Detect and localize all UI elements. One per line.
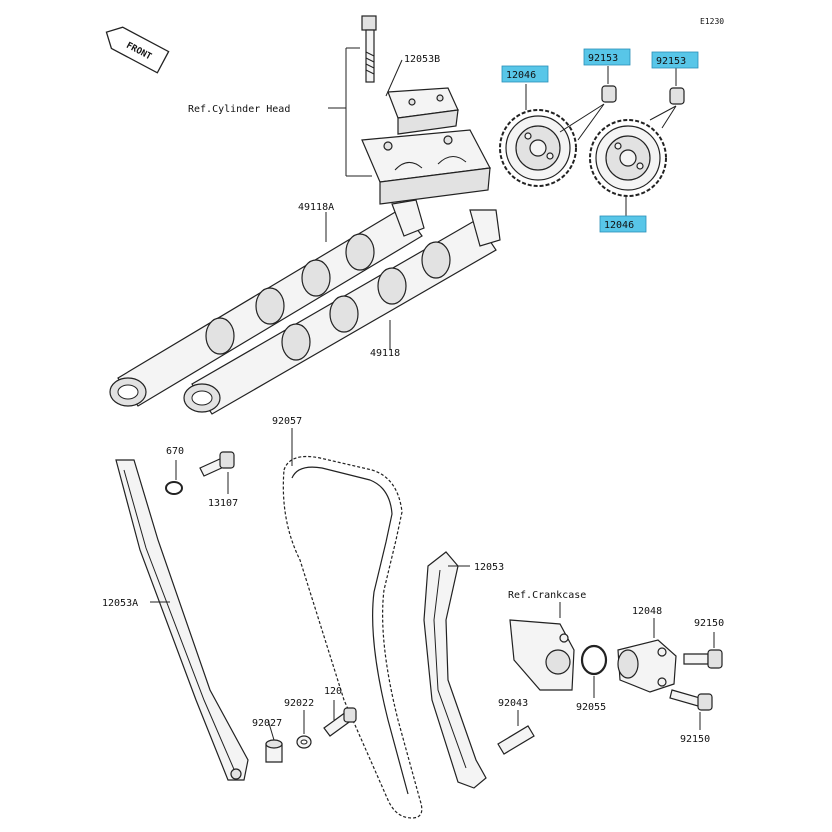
bolt-120[interactable] xyxy=(323,707,357,737)
label-12053[interactable]: 12053 xyxy=(474,562,504,573)
label-92153-a[interactable]: 92153 xyxy=(588,53,618,64)
highlight-12046-bottom xyxy=(599,215,647,233)
o-ring-670[interactable] xyxy=(165,481,183,495)
label-12046-top[interactable]: 12046 xyxy=(506,70,536,81)
label-12053B[interactable]: 12053B xyxy=(404,54,440,65)
chain-guide-right[interactable] xyxy=(423,551,487,789)
highlight-92153-a xyxy=(583,48,631,66)
cam-sprocket-intake[interactable] xyxy=(589,119,667,197)
collar-92027[interactable] xyxy=(265,739,283,763)
highlight-92153-b xyxy=(651,51,699,69)
label-ref-crankcase[interactable]: Ref.Crankcase xyxy=(508,590,586,601)
camshaft-lower[interactable] xyxy=(183,209,501,415)
label-92022[interactable]: 92022 xyxy=(284,698,314,709)
cam-sprocket-exhaust[interactable] xyxy=(499,109,577,187)
sprocket-bolt-a[interactable] xyxy=(601,85,617,103)
label-120[interactable]: 120 xyxy=(324,686,342,697)
cam-cap-upper[interactable] xyxy=(387,87,459,135)
cam-chain[interactable] xyxy=(282,455,423,819)
highlight-12046-top xyxy=(501,65,549,83)
label-92150-a[interactable]: 92150 xyxy=(694,618,724,629)
label-92055[interactable]: 92055 xyxy=(576,702,606,713)
label-92057[interactable]: 92057 xyxy=(272,416,302,427)
camshaft-upper[interactable] xyxy=(109,199,425,407)
washer-92022[interactable] xyxy=(296,735,312,749)
label-92150-b[interactable]: 92150 xyxy=(680,734,710,745)
label-ref-cylinder-head[interactable]: Ref.Cylinder Head xyxy=(188,104,290,115)
tensioner-housing[interactable] xyxy=(509,619,575,691)
label-12046-bottom[interactable]: 12046 xyxy=(604,220,634,231)
camshaft-holder-bolt[interactable] xyxy=(361,15,377,83)
label-670[interactable]: 670 xyxy=(166,446,184,457)
label-92027[interactable]: 92027 xyxy=(252,718,282,729)
label-92043[interactable]: 92043 xyxy=(498,698,528,709)
dowel-pin-92043[interactable] xyxy=(497,725,535,755)
label-92153-b[interactable]: 92153 xyxy=(656,56,686,67)
label-12048[interactable]: 12048 xyxy=(632,606,662,617)
tensioner-bolt-b[interactable] xyxy=(669,689,713,711)
label-49118A[interactable]: 49118A xyxy=(298,202,334,213)
cam-holder[interactable] xyxy=(361,129,491,205)
sprocket-bolt-b[interactable] xyxy=(669,87,685,105)
guide-bolt-13107[interactable] xyxy=(199,451,235,477)
ref-cylinder-head-bracket xyxy=(328,47,372,177)
front-arrow-icon: FRONT xyxy=(105,26,170,74)
diagram-code: E1230 xyxy=(700,17,724,26)
label-12053A[interactable]: 12053A xyxy=(102,598,138,609)
chain-guide-left[interactable] xyxy=(115,459,249,781)
chain-tensioner[interactable] xyxy=(617,639,677,693)
label-13107[interactable]: 13107 xyxy=(208,498,238,509)
label-49118[interactable]: 49118 xyxy=(370,348,400,359)
o-ring-92055[interactable] xyxy=(580,644,608,676)
tensioner-bolt-a[interactable] xyxy=(683,649,723,669)
